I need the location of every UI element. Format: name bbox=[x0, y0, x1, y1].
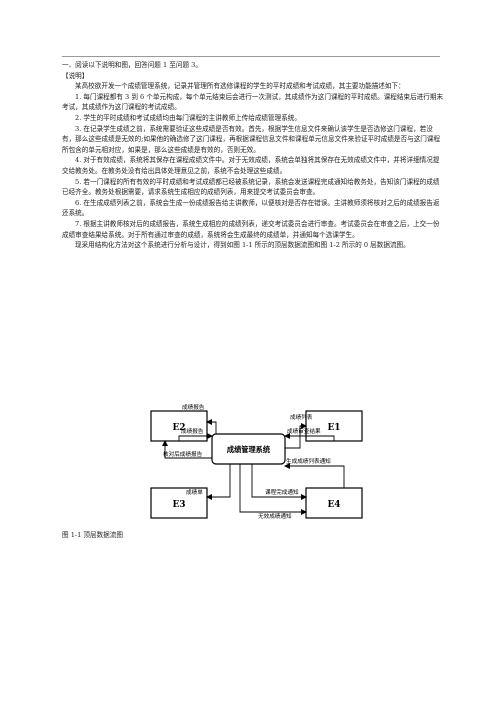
entity-e2-label: E2 bbox=[172, 423, 185, 433]
flow-transcript-label: 成绩单 bbox=[186, 488, 203, 496]
flow-gen-list-notice-line bbox=[284, 463, 345, 488]
flow-gen-list-notice-label: 生成成绩列表通知 bbox=[286, 457, 331, 465]
item-2: 2. 学生的平时成绩和考试成绩均由每门课程的主讲教师上传给成绩管理系统。 bbox=[75, 113, 301, 122]
item-3: 3. 在记录学生成绩之前，系统需要验证这些成绩是否有效。首先，根据学生信息文件来… bbox=[62, 124, 441, 154]
section-label: 【说明】 bbox=[62, 71, 89, 80]
item-4: 4. 对于有效成绩，系统将其保存在课程成绩文件中。对于无效成绩，系统会单独将其保… bbox=[62, 156, 440, 175]
document-body: 一、阅读以下说明和图，回答问题 1 至问题 3。 【说明】 某高校欲开发一个成绩… bbox=[62, 60, 444, 251]
closing-paragraph: 现采用结构化方法对这个系统进行分析与设计，得到如图 1-1 所示的顶层数据流图和… bbox=[75, 241, 410, 250]
figure-caption: 图 1-1 顶层数据流图 bbox=[62, 531, 123, 539]
flow-grade-list-label: 成绩列表 bbox=[290, 413, 313, 421]
flow-transcript-line bbox=[206, 464, 231, 500]
entity-e4-label: E4 bbox=[327, 500, 340, 510]
flow-checked-report-line bbox=[162, 440, 212, 459]
flow-review-result-line bbox=[284, 433, 335, 441]
item-5: 5. 若一门课程的所有有效的平时成绩和考试成绩都已经被系统记录，系统会发送课程完… bbox=[62, 177, 440, 197]
flow-checked-report-label: 核对后成绩报告 bbox=[163, 450, 203, 458]
intro-paragraph: 某高校欲开发一个成绩管理系统，记录并管理所有选修课程的学生的平时成绩和考试成绩，… bbox=[75, 82, 405, 91]
item-1: 1. 每门课程都有 3 到 6 个单元构成，每个单元结束后会进行一次测试，其成绩… bbox=[62, 92, 444, 112]
flow-report-top-label: 成绩报告 bbox=[182, 403, 205, 411]
flow-review-result-label: 成绩审查结果 bbox=[287, 427, 321, 435]
flow-grade-list-line bbox=[285, 423, 307, 449]
process-grade-system bbox=[211, 433, 286, 465]
flow-invalid-notice-line bbox=[239, 464, 307, 515]
flow-report-mid-line bbox=[178, 433, 213, 441]
item-6: 6. 在生成成绩列表之前，系统会生成一份成绩报告给主讲教师，以便核对是否存在错误… bbox=[62, 198, 440, 218]
entity-e1-label: E1 bbox=[327, 423, 340, 433]
flow-report-mid-label: 成绩报告 bbox=[181, 427, 204, 435]
entity-e4-box bbox=[305, 487, 363, 519]
flow-course-done-line bbox=[251, 464, 307, 500]
flow-invalid-notice-label: 无效成绩通知 bbox=[258, 512, 292, 520]
question-heading: 一、阅读以下说明和图，回答问题 1 至问题 3。 bbox=[62, 61, 202, 69]
item-7: 7. 根据主讲教师核对后的成绩报告，系统生成相应的成绩列表，递交考试委员会进行审… bbox=[62, 219, 440, 239]
flow-report-top-line bbox=[206, 419, 217, 434]
top-rule bbox=[62, 56, 440, 57]
entity-e3-box bbox=[150, 487, 208, 519]
entity-e3-label: E3 bbox=[172, 500, 185, 510]
flow-course-done-label: 课程完成通知 bbox=[265, 488, 299, 496]
process-grade-system-label: 成绩管理系统 bbox=[227, 445, 271, 454]
